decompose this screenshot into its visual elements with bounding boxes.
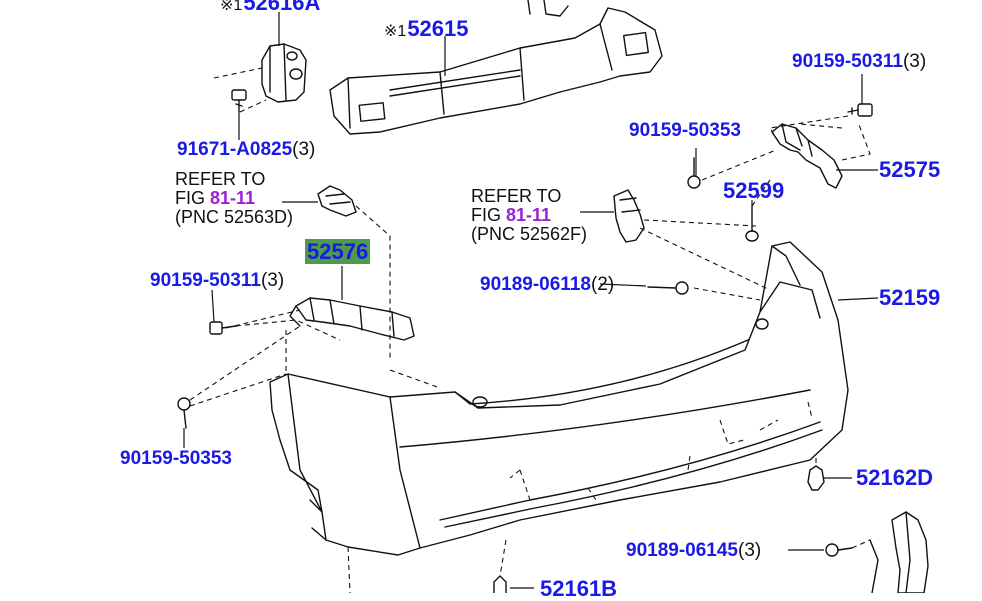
- screw-90159-50353-left: [177, 397, 191, 429]
- fig-link[interactable]: 81-11: [506, 205, 552, 225]
- screw-90159-left: [209, 321, 237, 335]
- upper-bracket: [261, 43, 307, 103]
- part-number[interactable]: 52615: [407, 16, 469, 41]
- part-number-highlighted[interactable]: 52576: [305, 239, 371, 264]
- label-90159-50311-top: 90159-50311(3): [792, 51, 927, 72]
- side-bracket-right: [771, 123, 843, 189]
- retainer-52599: [745, 205, 759, 242]
- part-number[interactable]: 52159: [879, 285, 941, 310]
- label-52575: 52575: [879, 159, 940, 181]
- part-number[interactable]: 90189-06145: [626, 540, 738, 561]
- impact-absorber: [329, 0, 663, 135]
- ref-part-52562f: [613, 189, 645, 243]
- clip-52161b: [493, 575, 507, 593]
- part-number[interactable]: 52161B: [540, 576, 618, 601]
- screw-90189-06118: [647, 281, 689, 295]
- screw-90159-50353-right: [687, 157, 701, 189]
- part-number[interactable]: 91671-A0825: [177, 139, 293, 160]
- part-number[interactable]: 52162D: [856, 465, 934, 490]
- leader-lines: [183, 12, 879, 589]
- part-number[interactable]: 90159-50311: [792, 51, 903, 72]
- label-90189-06145: 90189-06145(3): [626, 540, 762, 561]
- label-52576: 52576: [305, 239, 371, 264]
- assembly-lines: [189, 67, 871, 593]
- label-91671-a0825: 91671-A0825(3): [177, 139, 316, 160]
- label-90159-50353-left: 90159-50353: [120, 449, 232, 468]
- screw-90159-top: [847, 103, 873, 117]
- label-90159-50311-left: 90159-50311(3): [150, 270, 285, 291]
- label-52599: 52599: [723, 180, 784, 202]
- part-number[interactable]: 52616A: [243, 0, 321, 15]
- clip-52162d: [807, 465, 825, 491]
- label-90189-06118: 90189-06118(2): [480, 274, 615, 295]
- label-52162d: 52162D: [856, 467, 933, 489]
- part-number[interactable]: 52599: [723, 178, 785, 203]
- bumper-cover: [269, 241, 849, 556]
- label-52161b: 52161B: [540, 578, 617, 600]
- refer-to-note-left: REFER TO FIG 81-11 (PNC 52563D): [175, 169, 294, 227]
- label-52159: 52159: [879, 287, 940, 309]
- part-number[interactable]: 90159-50353: [629, 120, 741, 141]
- label-90159-50353-right: 90159-50353: [629, 121, 741, 140]
- side-bracket-left: [289, 297, 415, 341]
- refer-to-note-right: REFER TO FIG 81-11 (PNC 52562F): [471, 186, 588, 244]
- side-retainer-bottom: [869, 511, 929, 593]
- label-52615: ※152615: [384, 16, 469, 41]
- screw-90189-06145: [825, 543, 853, 557]
- part-number[interactable]: 90159-50353: [120, 448, 232, 469]
- part-number[interactable]: 90159-50311: [150, 270, 261, 291]
- fig-link[interactable]: 81-11: [210, 188, 256, 208]
- part-number[interactable]: 52575: [879, 157, 941, 182]
- ref-part-52563d: [317, 185, 357, 217]
- part-number[interactable]: 90189-06118: [480, 274, 591, 295]
- screw-91671: [231, 89, 247, 113]
- label-52616a: ※152616A: [220, 0, 320, 14]
